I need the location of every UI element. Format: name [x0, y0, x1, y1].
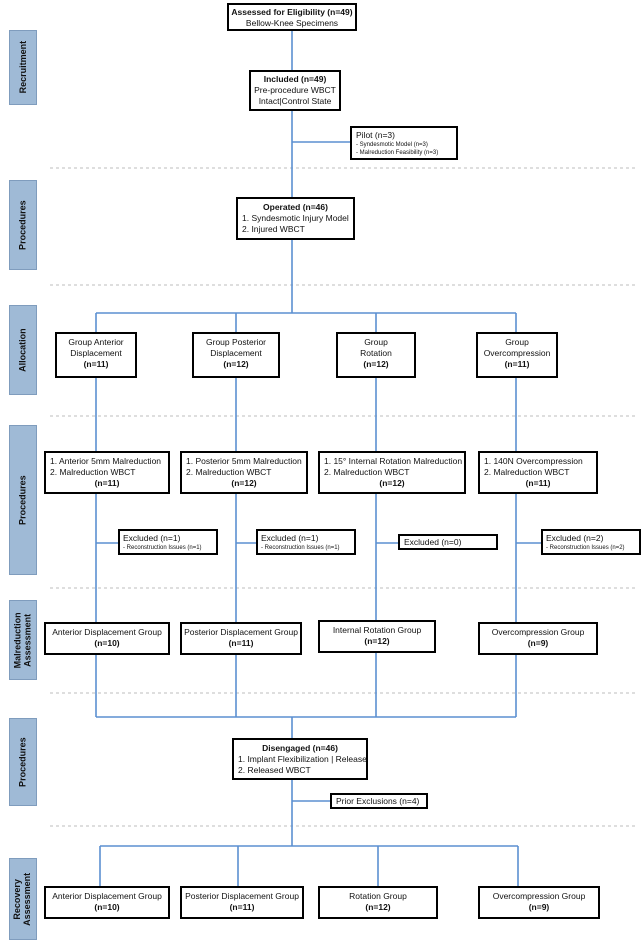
recovery-group-count: (n=10)	[94, 902, 120, 913]
malreduction-count: (n=12)	[379, 478, 405, 489]
malreduction-step: 1. Anterior 5mm Malreduction	[50, 456, 162, 466]
recovery-group-box: Overcompression Group (n=9)	[478, 886, 600, 919]
stage-recruitment: Recruitment	[9, 30, 37, 105]
included-line: Intact|Control State	[258, 96, 332, 107]
malreduction-step: 2. Malreduction WBCT	[484, 467, 570, 478]
assessment-group-name: Internal Rotation Group	[332, 625, 422, 635]
stage-allocation: Allocation	[9, 305, 37, 395]
excluded-box: Excluded (n=2) - Reconstruction Issues (…	[541, 529, 641, 555]
malreduction-step: 1. Posterior 5mm Malreduction	[186, 456, 302, 466]
excluded-title: Excluded (n=1)	[123, 533, 181, 543]
recovery-group-name: Overcompression Group	[492, 891, 586, 901]
pilot-title: Pilot (n=3)	[356, 130, 395, 140]
malreduction-step: 1. 140N Overcompression	[484, 456, 583, 466]
recovery-group-box: Rotation Group (n=12)	[318, 886, 438, 919]
group-label: Group Posterior	[206, 337, 266, 347]
recovery-group-name: Anterior Displacement Group	[52, 891, 162, 901]
assessment-group-box: Overcompression Group (n=9)	[478, 622, 598, 655]
excluded-reason: - Reconstruction Issues (n=1)	[261, 545, 340, 552]
operated-box: Operated (n=46) 1. Syndesmotic Injury Mo…	[236, 197, 355, 240]
disengaged-title: Disengaged (n=46)	[262, 743, 338, 753]
group-box: Group Anterior Displacement (n=11)	[55, 332, 137, 378]
disengaged-item: 1. Implant Flexibilization | Release	[238, 754, 367, 765]
excluded-title: Excluded (n=2)	[546, 533, 604, 543]
assessment-group-count: (n=10)	[94, 638, 120, 649]
group-label: Group	[505, 337, 529, 347]
operated-title: Operated (n=46)	[263, 202, 328, 212]
excluded-title: Excluded (n=1)	[261, 533, 319, 543]
malreduction-step: 2. Malreduction WBCT	[50, 467, 136, 478]
group-label: Group	[364, 337, 388, 347]
group-box: Group Posterior Displacement (n=12)	[192, 332, 280, 378]
group-label: Displacement	[70, 348, 122, 359]
recovery-group-count: (n=11)	[229, 902, 255, 913]
recovery-group-name: Rotation Group	[349, 891, 407, 901]
prior-exclusions-label: Prior Exclusions (n=4)	[336, 796, 420, 806]
included-box: Included (n=49) Pre-procedure WBCT Intac…	[249, 70, 341, 111]
included-title: Included (n=49)	[263, 74, 327, 84]
malreduction-step: 2. Malreduction WBCT	[324, 467, 410, 478]
malreduction-box: 1. Posterior 5mm Malreduction 2. Malredu…	[180, 451, 308, 494]
group-label: Group Anterior	[68, 337, 124, 347]
malreduction-step: 2. Malreduction WBCT	[186, 467, 272, 478]
assessment-group-count: (n=12)	[364, 636, 390, 647]
assessment-group-count: (n=9)	[527, 638, 549, 649]
group-count: (n=12)	[223, 359, 249, 370]
assessment-group-box: Internal Rotation Group (n=12)	[318, 620, 436, 653]
assessment-group-count: (n=11)	[228, 638, 254, 649]
recovery-group-count: (n=9)	[528, 902, 550, 913]
recovery-group-box: Anterior Displacement Group (n=10)	[44, 886, 170, 919]
recovery-group-box: Posterior Displacement Group (n=11)	[180, 886, 304, 919]
disengaged-item: 2. Released WBCT	[238, 765, 311, 776]
excluded-reason: - Reconstruction Issues (n=1)	[123, 545, 202, 552]
group-label: Displacement	[210, 348, 262, 359]
stage-procedures: Procedures	[9, 180, 37, 270]
stage-procedures: Procedures	[9, 425, 37, 575]
recovery-group-name: Posterior Displacement Group	[185, 891, 299, 901]
pilot-item: - Malreduction Feasibility (n=3)	[356, 150, 439, 157]
malreduction-step: 1. 15° Internal Rotation Malreduction	[324, 456, 463, 466]
excluded-box: Excluded (n=0)	[398, 534, 498, 550]
eligibility-subtitle: Bellow-Knee Specimens	[245, 18, 339, 29]
stage-procedures: Procedures	[9, 718, 37, 806]
excluded-box: Excluded (n=1) - Reconstruction Issues (…	[118, 529, 218, 555]
excluded-title: Excluded (n=0)	[404, 537, 462, 547]
assessment-group-name: Anterior Displacement Group	[52, 627, 162, 637]
malreduction-box: 1. 140N Overcompression 2. Malreduction …	[478, 451, 598, 494]
operated-item: 1. Syndesmotic Injury Model	[242, 213, 349, 224]
disengaged-box: Disengaged (n=46) 1. Implant Flexibiliza…	[232, 738, 368, 780]
malreduction-box: 1. 15° Internal Rotation Malreduction 2.…	[318, 451, 466, 494]
malreduction-count: (n=12)	[231, 478, 257, 489]
malreduction-count: (n=11)	[94, 478, 120, 489]
excluded-reason: - Reconstruction Issues (n=2)	[546, 545, 625, 552]
operated-item: 2. Injured WBCT	[242, 224, 305, 235]
eligibility-title: Assessed for Eligibility (n=49)	[231, 7, 353, 17]
malreduction-box: 1. Anterior 5mm Malreduction 2. Malreduc…	[44, 451, 170, 494]
recovery-group-count: (n=12)	[365, 902, 391, 913]
eligibility-box: Assessed for Eligibility (n=49) Bellow-K…	[227, 3, 357, 31]
group-count: (n=11)	[83, 359, 109, 370]
excluded-box: Excluded (n=1) - Reconstruction Issues (…	[256, 529, 356, 555]
group-box: Group Overcompression (n=11)	[476, 332, 558, 378]
group-box: Group Rotation (n=12)	[336, 332, 416, 378]
group-count: (n=11)	[504, 359, 530, 370]
assessment-group-box: Posterior Displacement Group (n=11)	[180, 622, 302, 655]
group-label: Rotation	[360, 348, 392, 359]
prior-exclusions-box: Prior Exclusions (n=4)	[330, 793, 428, 809]
included-line: Pre-procedure WBCT	[254, 85, 336, 96]
malreduction-count: (n=11)	[525, 478, 551, 489]
group-label: Overcompression	[483, 348, 551, 359]
assessment-group-name: Posterior Displacement Group	[184, 627, 298, 637]
assessment-group-name: Overcompression Group	[491, 627, 585, 637]
pilot-box: Pilot (n=3) - Syndesmotic Model (n=3) - …	[350, 126, 458, 160]
group-count: (n=12)	[363, 359, 389, 370]
pilot-item: - Syndesmotic Model (n=3)	[356, 142, 428, 149]
assessment-group-box: Anterior Displacement Group (n=10)	[44, 622, 170, 655]
